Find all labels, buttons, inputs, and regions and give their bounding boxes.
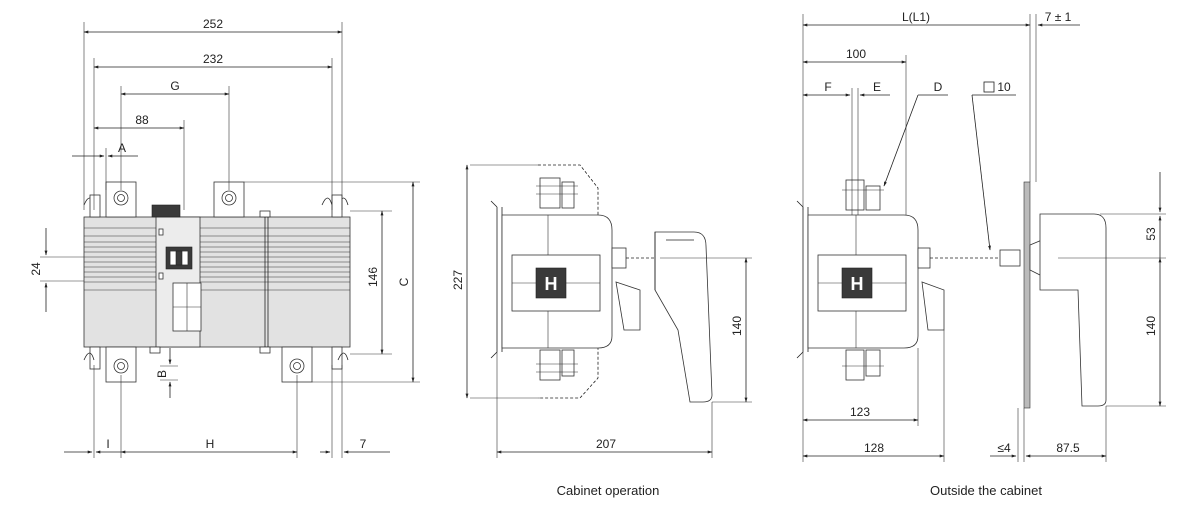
dim-F: F xyxy=(824,80,831,94)
dim-87-5: 87.5 xyxy=(1056,441,1080,455)
caption-cabinet-operation: Cabinet operation xyxy=(557,483,660,498)
top-cap xyxy=(151,204,181,218)
top-terminals xyxy=(83,181,349,218)
dim-A: A xyxy=(118,141,126,155)
dim-123: 123 xyxy=(850,405,870,419)
dim-le4: ≤4 xyxy=(997,441,1011,455)
bottom-terminals xyxy=(83,346,349,383)
h-glyph: H xyxy=(545,274,558,294)
cabinet-door xyxy=(1023,181,1031,409)
dim-232: 232 xyxy=(203,52,223,66)
dim-140-out: 140 xyxy=(1144,316,1158,336)
dim-53: 53 xyxy=(1144,227,1158,241)
dim-L-L1: L(L1) xyxy=(902,10,930,24)
dim-207: 207 xyxy=(596,437,616,451)
body-ribs xyxy=(84,227,350,291)
dim-sq10: 10 xyxy=(997,80,1011,94)
dim-H: H xyxy=(206,437,215,451)
square-symbol xyxy=(983,81,995,93)
dim-7: 7 xyxy=(360,437,367,451)
dim-252: 252 xyxy=(203,17,223,31)
dim-G: G xyxy=(170,79,179,93)
dim-I: I xyxy=(106,437,109,451)
dim-146: 146 xyxy=(366,267,380,287)
outside-handle[interactable] xyxy=(1039,213,1107,407)
caption-outside-cabinet: Outside the cabinet xyxy=(930,483,1042,498)
dim-7-pm-1: 7 ± 1 xyxy=(1045,10,1072,24)
cabinet-view: H 227 140 207 Cabinet operation xyxy=(451,164,752,498)
outside-view: H L(L1) 7 ± 1 100 F E D 10 xyxy=(796,10,1166,498)
dim-100: 100 xyxy=(846,47,866,61)
dim-128: 128 xyxy=(864,441,884,455)
front-view: 252 232 G 88 A 24 146 C B xyxy=(29,17,420,458)
dim-227: 227 xyxy=(451,270,465,290)
dim-88: 88 xyxy=(135,113,149,127)
dim-140-cab: 140 xyxy=(730,316,744,336)
label-D: D xyxy=(934,80,943,94)
h-glyph-outside: H xyxy=(851,274,864,294)
dim-B: B xyxy=(155,370,169,378)
rotary-handle[interactable] xyxy=(654,231,713,403)
h-badge-outside xyxy=(841,267,873,299)
dim-24: 24 xyxy=(29,262,43,276)
dim-E: E xyxy=(873,80,881,94)
h-badge xyxy=(535,267,567,299)
dim-C: C xyxy=(397,277,411,286)
